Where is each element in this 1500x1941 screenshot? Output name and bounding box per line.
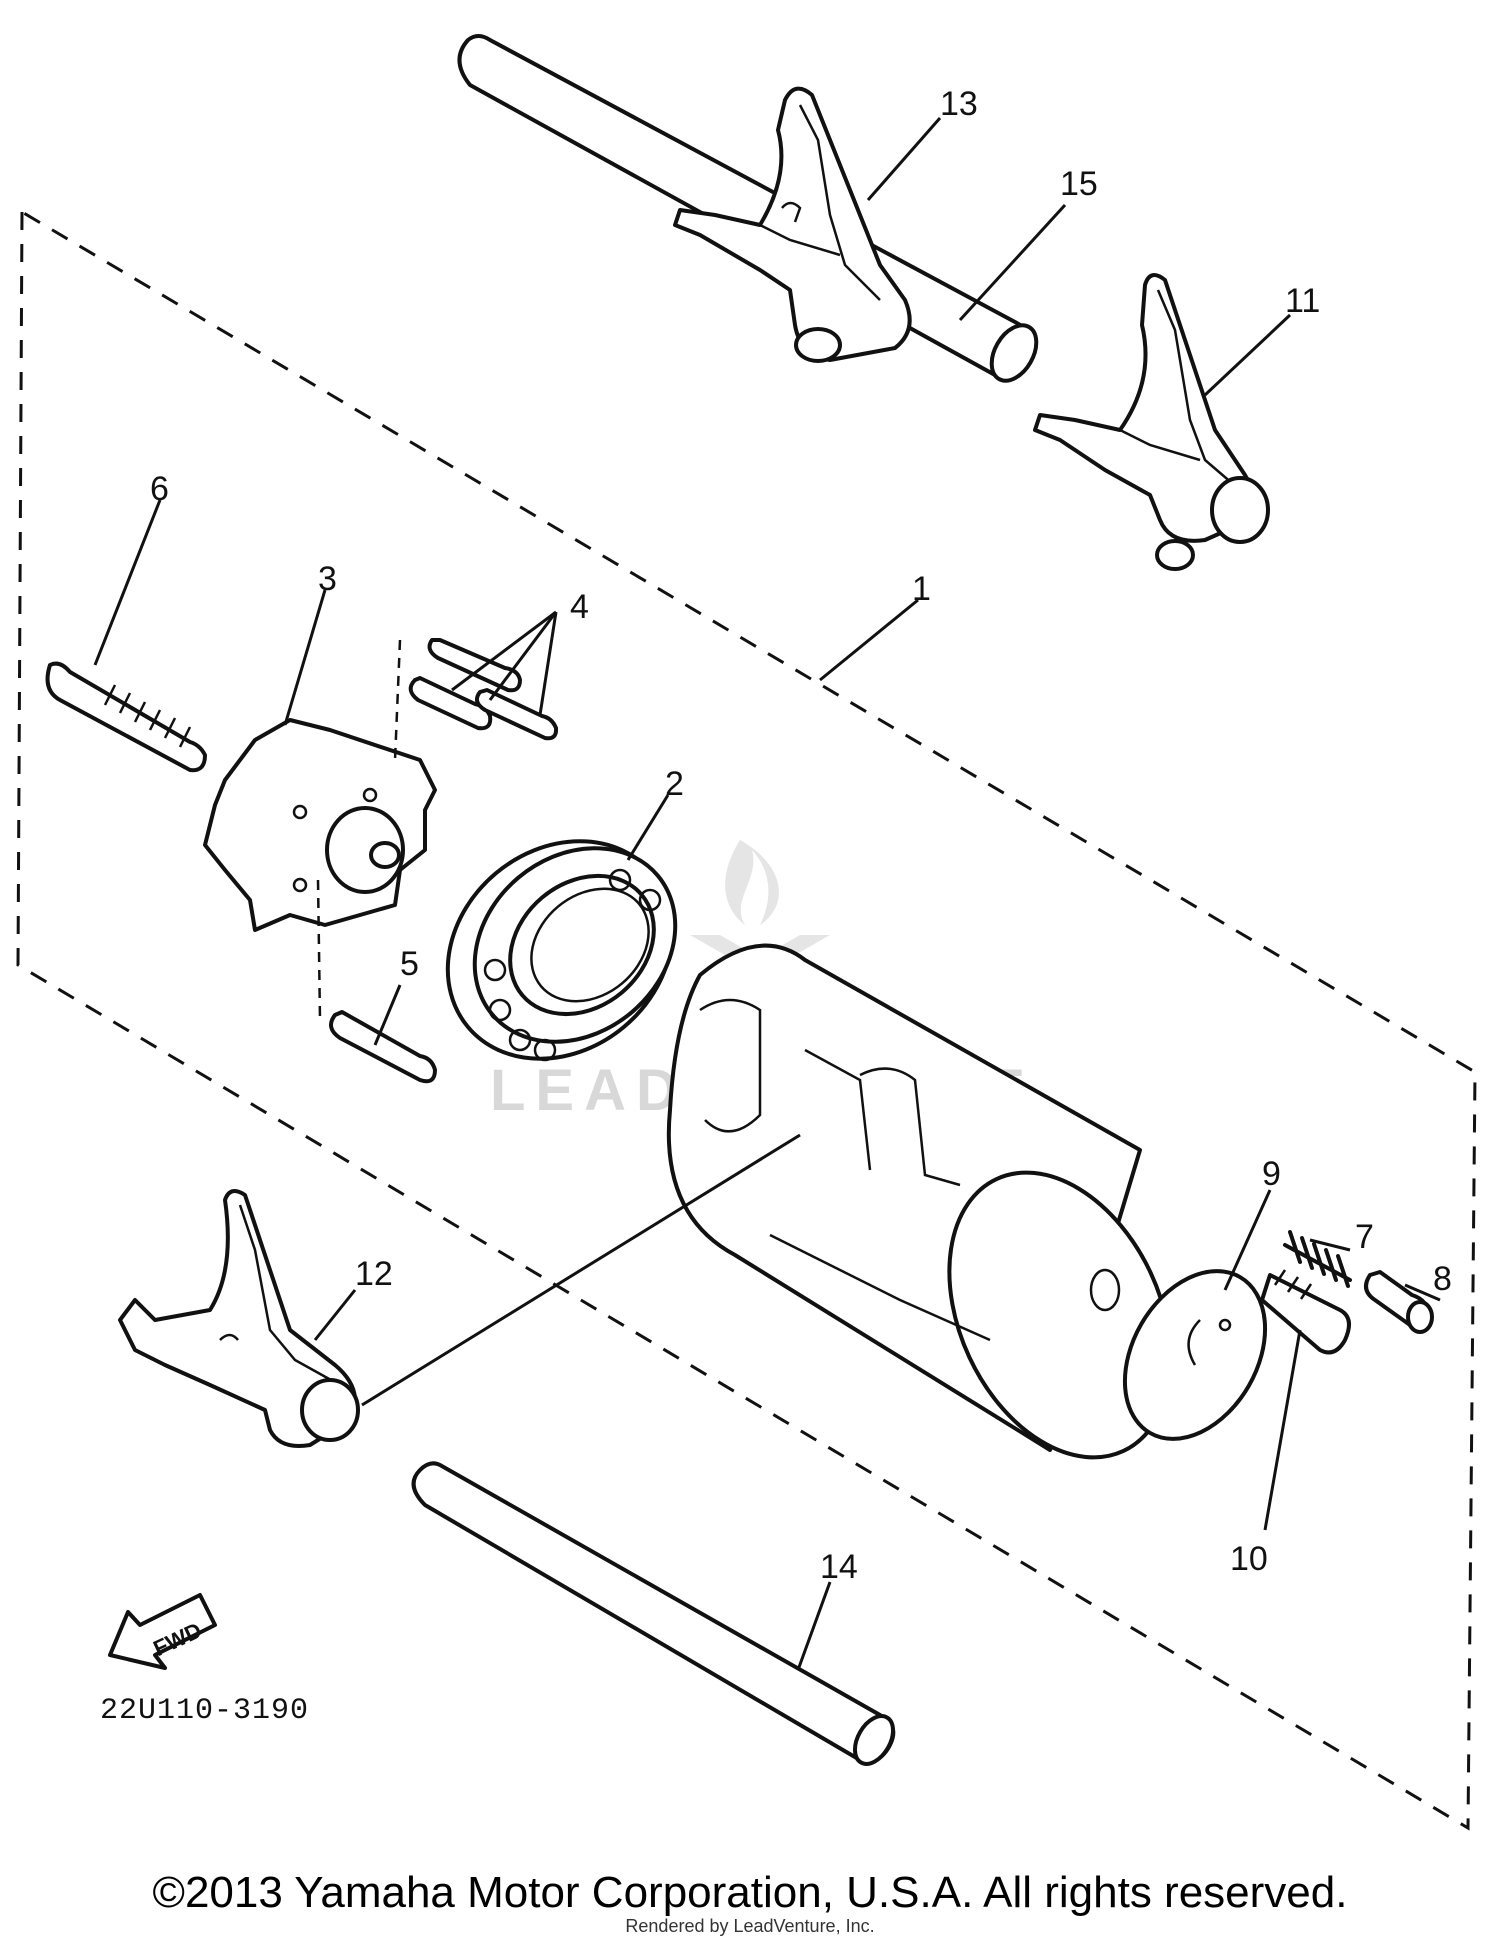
callout-12: 12	[355, 1255, 393, 1293]
callout-3: 3	[318, 560, 337, 598]
leader-14	[796, 1581, 832, 1671]
leader-8	[1404, 1283, 1441, 1302]
leader-3	[283, 589, 327, 726]
part-12-shift-fork	[118, 1189, 360, 1448]
part-10-screw	[1260, 1269, 1351, 1355]
part-13-shift-fork	[673, 86, 912, 363]
callout-14: 14	[820, 1548, 858, 1586]
leader-4b	[488, 611, 558, 701]
part-8-stopper-pin	[1364, 1270, 1434, 1334]
leader-5	[373, 984, 402, 1046]
callout-8: 8	[1433, 1260, 1452, 1298]
leader-4c	[538, 611, 558, 716]
part-2-bearing	[445, 839, 678, 1062]
callout-5: 5	[400, 945, 419, 983]
part-9-plate	[1122, 1269, 1268, 1441]
leader-6	[93, 499, 162, 666]
part-4-pins	[393, 638, 559, 761]
callout-1: 1	[912, 570, 931, 608]
callout-13: 13	[940, 85, 978, 123]
rendered-by-notice: Rendered by LeadVenture, Inc.	[625, 1916, 875, 1936]
leader-10	[1263, 1329, 1302, 1531]
callout-15: 15	[1060, 165, 1098, 203]
copyright-notice: ©2013 Yamaha Motor Corporation, U.S.A. A…	[152, 1868, 1348, 1917]
assembly-1-boundary	[16, 210, 1477, 1831]
leader-4a	[451, 610, 557, 692]
callout-6: 6	[150, 470, 169, 508]
leader-1	[819, 598, 919, 682]
fork-12-to-cam	[361, 1133, 801, 1407]
callout-numbers: 1 2 3 4 5 6 7 8 9 10 11 12 13 14 15	[150, 85, 1452, 1586]
callout-10: 10	[1230, 1540, 1268, 1578]
callout-4: 4	[570, 588, 589, 626]
part-5-pin	[316, 879, 437, 1084]
part-6-bolt	[45, 661, 207, 773]
fwd-arrow: FWD	[108, 1593, 217, 1670]
leader-12	[313, 1289, 357, 1341]
diagram-code: 22U110-3190	[100, 1694, 309, 1728]
leader-9	[1223, 1189, 1272, 1291]
part-1-shift-cam	[666, 943, 1173, 1460]
leader-7	[1309, 1238, 1351, 1252]
callout-7: 7	[1355, 1218, 1374, 1256]
leader-lines	[93, 117, 1441, 1671]
leader-15	[958, 203, 1067, 322]
part-11-shift-fork	[1033, 273, 1270, 571]
callout-2: 2	[665, 765, 684, 803]
leader-11	[1203, 313, 1292, 397]
leader-13	[866, 117, 942, 201]
callout-9: 9	[1262, 1155, 1281, 1193]
leader-2	[626, 794, 670, 861]
part-14-guide-bar	[411, 1461, 896, 1766]
part-7-spring	[1283, 1230, 1352, 1288]
callout-11: 11	[1285, 282, 1320, 320]
part-3-segment	[203, 718, 437, 932]
